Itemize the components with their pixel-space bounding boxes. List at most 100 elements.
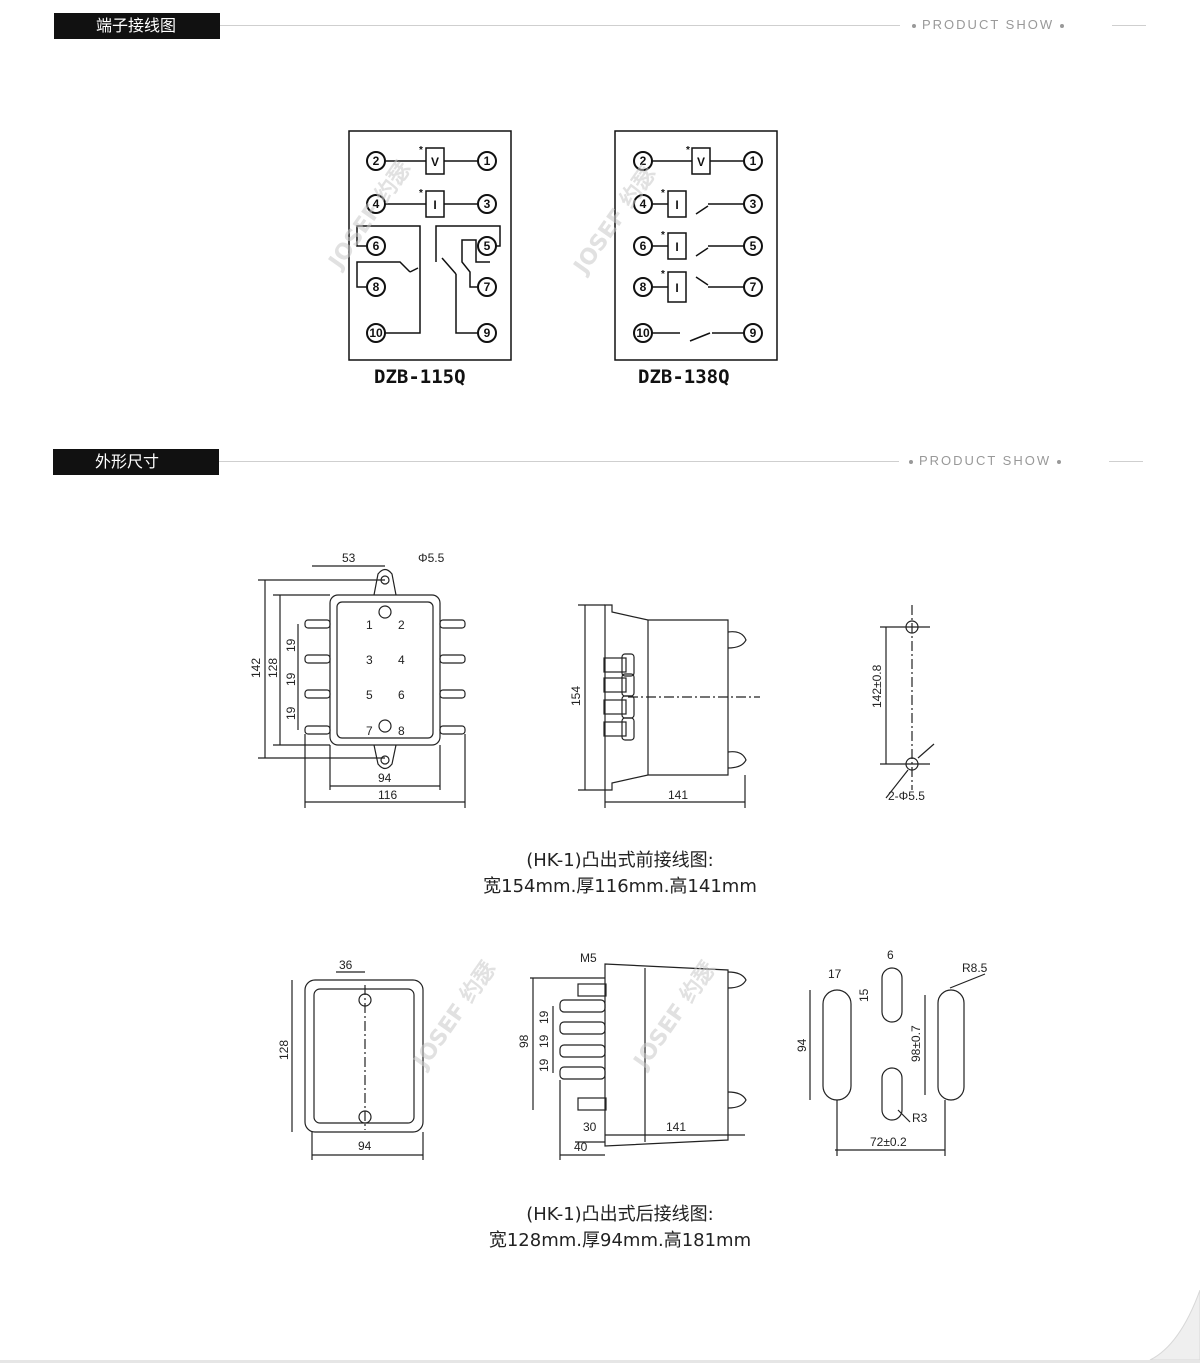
coil-i-label: I [675,281,678,295]
dim-r8-5: R8.5 [962,961,988,975]
model-label-dzb-138q: DZB-138Q [638,366,730,388]
terminal-num-5: 5 [366,688,373,702]
wiring-diagrams: 2 1 4 3 6 5 8 7 10 9 V I * [322,130,778,361]
terminal-5: 5 [750,239,757,253]
svg-text:*: * [661,230,665,241]
terminal-8: 8 [373,280,380,294]
dim-142-tol: 142±0.8 [870,664,884,708]
dim-19: 19 [284,706,298,720]
terminal-num-7: 7 [366,724,373,738]
dim-phi: Φ5.5 [418,551,445,565]
terminal-4: 4 [640,197,647,211]
front-caption: (HK-1)凸出式前接线图: 宽154mm.厚116mm.高141mm [420,848,820,900]
dim-holes: 2-Φ5.5 [888,789,925,803]
watermark: JOSEF 约瑟 [322,157,416,275]
dzb-138q-diagram: 2 1 4 3 6 5 8 7 10 9 V I I I * [614,130,778,361]
dim-17: 17 [828,967,842,981]
section-header-wiring: 端子接线图 PRODUCT SHOW [54,13,1146,39]
terminal-num-3: 3 [366,653,373,667]
dot-icon [909,459,913,464]
terminal-num-8: 8 [398,724,405,738]
terminal-num-2: 2 [398,618,405,632]
page-curl-icon [1149,1290,1200,1360]
section-subtitle: PRODUCT SHOW [903,453,1067,468]
dim-6: 6 [887,950,894,962]
dim-19: 19 [284,638,298,652]
coil-i-label: I [675,240,678,254]
terminal-6: 6 [373,239,380,253]
dim-53: 53 [342,551,356,565]
terminal-7: 7 [750,280,757,294]
dim-94: 94 [358,1139,372,1153]
svg-text:*: * [661,269,665,280]
dim-94b: 94 [795,1038,809,1052]
front-dimension-drawings: 53 Φ5.5 142 128 19 19 19 94 116 1 2 3 4 … [249,551,935,808]
svg-text:*: * [419,145,423,156]
coil-v-label: V [431,155,439,169]
terminal-3: 3 [750,197,757,211]
rear-caption: (HK-1)凸出式后接线图: 宽128mm.厚94mm.高181mm [420,1202,820,1254]
dim-128: 128 [266,658,280,678]
terminal-4: 4 [373,197,380,211]
dim-141: 141 [668,788,688,802]
dim-98: 98 [517,1034,531,1048]
dim-116: 116 [378,788,397,802]
svg-text:*: * [419,188,423,199]
dim-142: 142 [249,658,263,678]
terminal-8: 8 [640,280,647,294]
terminal-num-1: 1 [366,618,373,632]
terminal-9: 9 [750,326,757,340]
dim-r3: R3 [912,1111,928,1125]
dim-72-tol: 72±0.2 [870,1135,907,1149]
dim-141: 141 [666,1120,686,1134]
terminal-num-4: 4 [398,653,405,667]
model-label-dzb-115q: DZB-115Q [374,366,466,388]
dim-19: 19 [537,1034,551,1048]
caption-line-2: 宽128mm.厚94mm.高181mm [488,1230,752,1251]
coil-v-label: V [697,155,705,169]
terminal-num-6: 6 [398,688,405,702]
dim-98-tol: 98±0.7 [909,1025,923,1062]
section-subtitle: PRODUCT SHOW [906,17,1070,32]
dim-19: 19 [537,1010,551,1024]
coil-i-label: I [433,198,436,212]
dim-40: 40 [574,1140,588,1154]
dzb-115q-diagram: 2 1 4 3 6 5 8 7 10 9 V I * [348,130,512,361]
section-header-dimensions: 外形尺寸 PRODUCT SHOW [53,449,1145,475]
dim-94: 94 [378,771,392,785]
dim-154: 154 [569,686,583,706]
dot-icon [1057,459,1062,464]
terminal-2: 2 [640,154,647,168]
dim-19: 19 [537,1058,551,1072]
watermark: JOSEF 约瑟 [407,957,501,1075]
terminal-9: 9 [484,326,491,340]
dim-15: 15 [857,988,871,1002]
terminal-2: 2 [373,154,380,168]
caption-line-1: (HK-1)凸出式前接线图: [526,850,714,871]
divider [219,461,899,462]
terminal-10: 10 [636,326,650,340]
divider [220,25,900,26]
rear-dimension-drawings: 36 128 94 M5 98 19 19 19 30 40 141 17 6 … [277,950,988,1160]
coil-i-label: I [675,198,678,212]
terminal-10: 10 [369,326,383,340]
dot-icon [912,23,916,28]
terminal-5: 5 [484,239,491,253]
terminal-3: 3 [484,197,491,211]
footer-divider [0,1360,1200,1363]
terminal-6: 6 [640,239,647,253]
dot-icon [1060,23,1065,28]
section-title: 外形尺寸 [53,449,219,475]
divider [1112,25,1146,26]
terminal-7: 7 [484,280,491,294]
dim-m5: M5 [580,951,597,965]
svg-text:*: * [686,145,690,156]
dim-128: 128 [277,1040,291,1060]
dim-36: 36 [339,958,353,972]
section-title: 端子接线图 [54,13,220,39]
caption-line-2: 宽154mm.厚116mm.高141mm [483,876,757,897]
terminal-1: 1 [484,154,491,168]
caption-line-1: (HK-1)凸出式后接线图: [526,1204,714,1225]
divider [1109,461,1143,462]
terminal-1: 1 [750,154,757,168]
